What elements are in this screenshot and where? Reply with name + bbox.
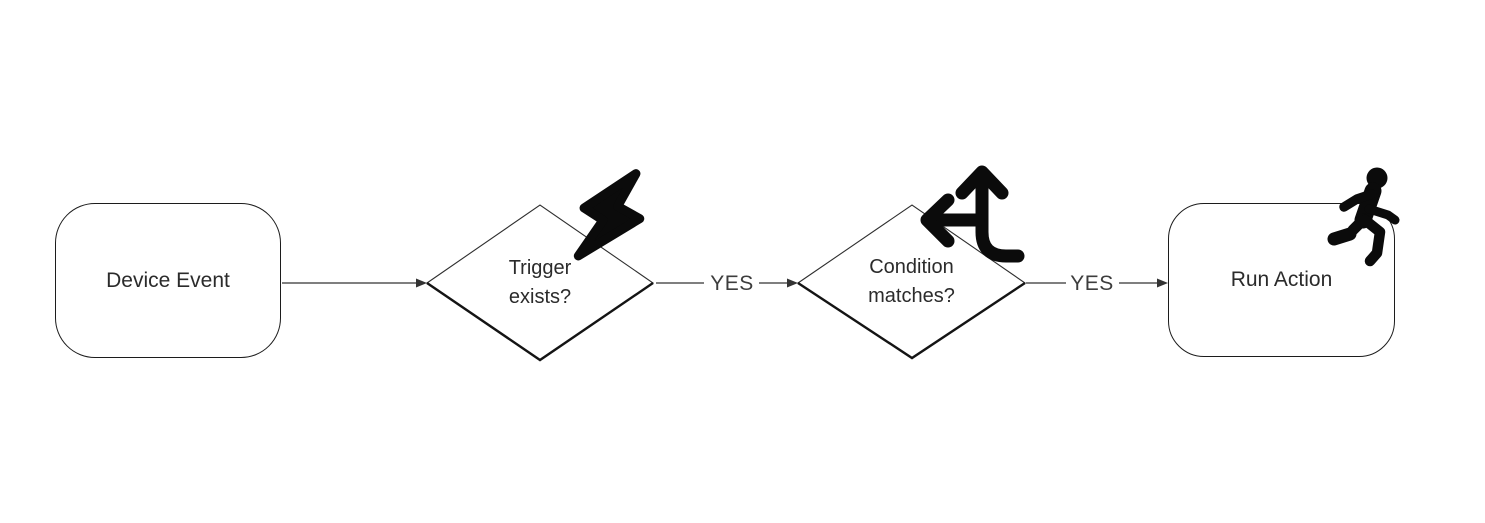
arrowhead-icon (1157, 278, 1168, 288)
split-arrows-icon (920, 165, 1025, 263)
decision-diamond-trigger-exists (426, 204, 654, 362)
edge-trigger-to-condition (656, 278, 798, 288)
edge-device-event-to-trigger (282, 278, 427, 288)
person-running-icon (1327, 167, 1400, 267)
arrowhead-icon (787, 278, 798, 288)
node-device-event-label: Device Event (106, 268, 230, 292)
arrowhead-icon (416, 278, 427, 288)
lightning-bolt-icon (573, 169, 645, 261)
decision-diamond-condition-matches (797, 204, 1026, 360)
edge-label-yes-1: YES (708, 272, 756, 296)
edge-label-yes-2: YES (1068, 272, 1116, 296)
edge-condition-to-run-action (1026, 278, 1168, 288)
node-run-action-label: Run Action (1230, 268, 1333, 291)
node-device-event: Device Event (55, 203, 281, 358)
